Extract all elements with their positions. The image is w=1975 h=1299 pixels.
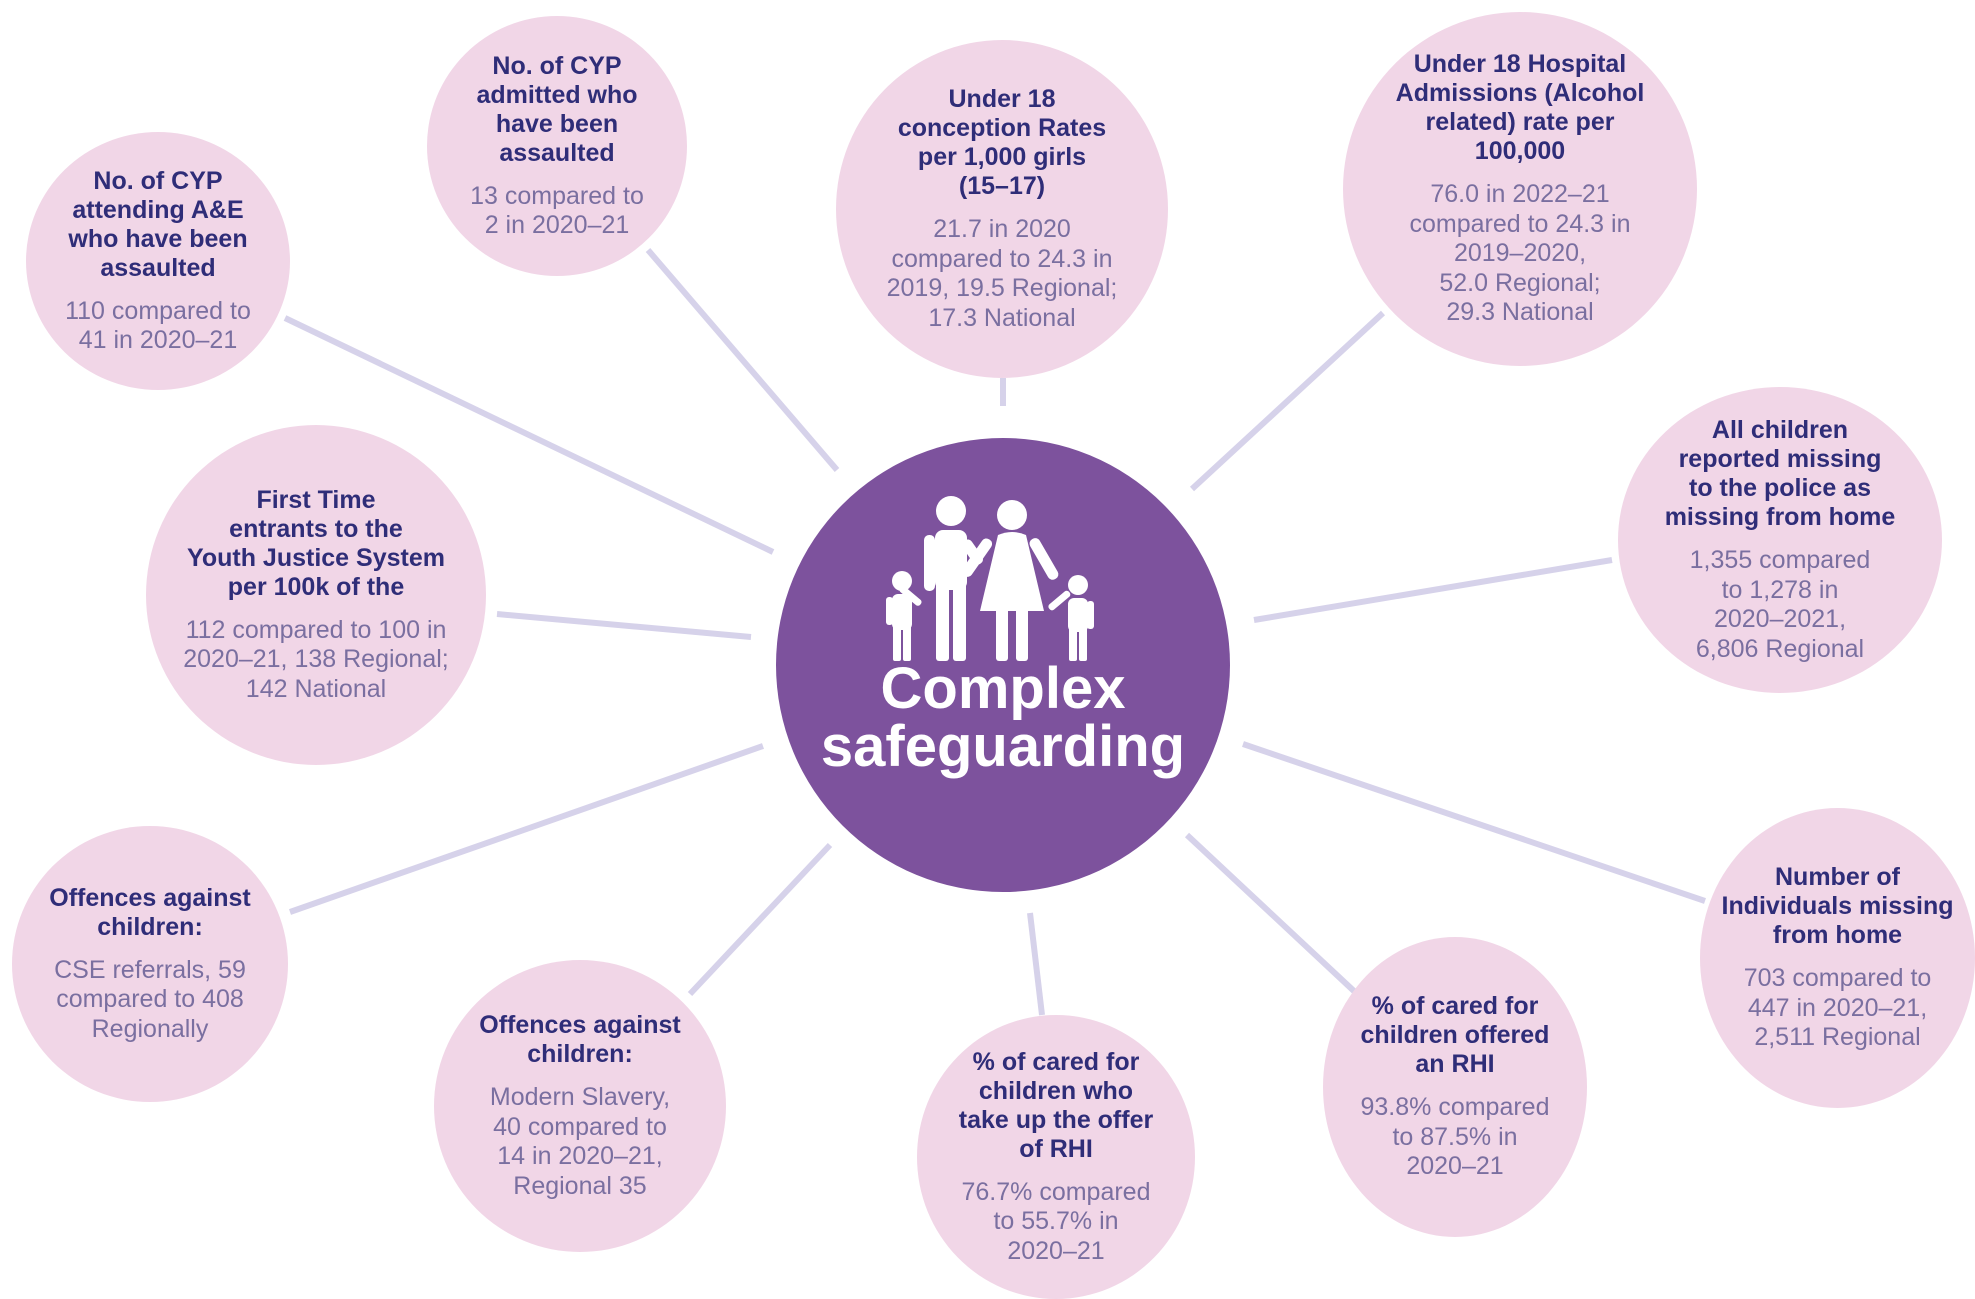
bubble-cared-for-offered-rhi: % of cared for children offered an RHI 9… — [1323, 937, 1587, 1237]
bubble-value: 76.0 in 2022–21 compared to 24.3 in 2019… — [1409, 180, 1631, 327]
bubble-offences-cse-referrals: Offences against children: CSE referrals… — [12, 826, 288, 1102]
bubble-value: Modern Slavery, 40 compared to 14 in 202… — [489, 1083, 671, 1200]
bubble-value: 110 compared to 41 in 2020–21 — [65, 296, 251, 355]
bubble-under-18-conception: Under 18 conception Rates per 1,000 girl… — [836, 40, 1168, 378]
bubble-title: Offences against children: — [49, 883, 251, 941]
bubble-cared-for-take-up-rhi: % of cared for children who take up the … — [917, 1015, 1195, 1299]
bubble-value: 112 compared to 100 in 2020–21, 138 Regi… — [183, 615, 449, 703]
connector-line — [1189, 310, 1386, 492]
center-title: Complex safeguarding — [820, 656, 1186, 779]
bubble-under-18-hospital-alcohol: Under 18 Hospital Admissions (Alcohol re… — [1343, 12, 1697, 366]
bubble-offences-modern-slavery: Offences against children: Modern Slaver… — [434, 960, 726, 1252]
bubble-title: Number of Individuals missing from home — [1721, 863, 1954, 950]
bubble-value: CSE referrals, 59 compared to 408 Region… — [54, 955, 246, 1043]
bubble-cyp-ae-assaulted: No. of CYP attending A&E who have been a… — [26, 132, 290, 390]
connector-line — [645, 248, 840, 472]
connector-line — [1184, 832, 1358, 995]
bubble-title: Offences against children: — [479, 1011, 681, 1068]
connector-line — [289, 743, 764, 915]
family-icon — [886, 496, 1094, 661]
connector-line — [1242, 741, 1706, 904]
connector-line — [1027, 912, 1045, 1016]
bubble-value: 703 compared to 447 in 2020–21, 2,511 Re… — [1743, 964, 1932, 1052]
bubble-title: % of cared for children offered an RHI — [1360, 992, 1550, 1079]
bubble-children-reported-missing: All children reported missing to the pol… — [1618, 387, 1942, 693]
bubble-value: 21.7 in 2020 compared to 24.3 in 2019, 1… — [886, 215, 1118, 332]
bubble-value: 13 compared to 2 in 2020–21 — [470, 181, 644, 240]
bubble-value: 93.8% compared to 87.5% in 2020–21 — [1360, 1093, 1550, 1181]
bubble-first-time-entrants: First Time entrants to the Youth Justice… — [146, 425, 486, 765]
bubble-title: % of cared for children who take up the … — [958, 1047, 1154, 1163]
connector-line — [496, 611, 752, 640]
bubble-value: 1,355 compared to 1,278 in 2020–2021, 6,… — [1689, 546, 1871, 663]
connector-line — [687, 842, 833, 997]
connector-line — [283, 315, 775, 555]
bubble-individuals-missing: Number of Individuals missing from home … — [1700, 808, 1975, 1108]
bubble-title: No. of CYP attending A&E who have been a… — [68, 166, 248, 282]
bubble-title: No. of CYP admitted who have been assaul… — [476, 51, 638, 167]
bubble-title: All children reported missing to the pol… — [1664, 416, 1896, 531]
connector-line — [1253, 557, 1613, 623]
bubble-value: 76.7% compared to 55.7% in 2020–21 — [961, 1177, 1151, 1265]
bubble-cyp-admitted-assaulted: No. of CYP admitted who have been assaul… — [427, 16, 687, 276]
center-circle: Complex safeguarding — [776, 438, 1230, 892]
bubble-title: First Time entrants to the Youth Justice… — [187, 485, 445, 601]
bubble-title: Under 18 Hospital Admissions (Alcohol re… — [1395, 50, 1645, 166]
bubble-title: Under 18 conception Rates per 1,000 girl… — [897, 85, 1107, 200]
